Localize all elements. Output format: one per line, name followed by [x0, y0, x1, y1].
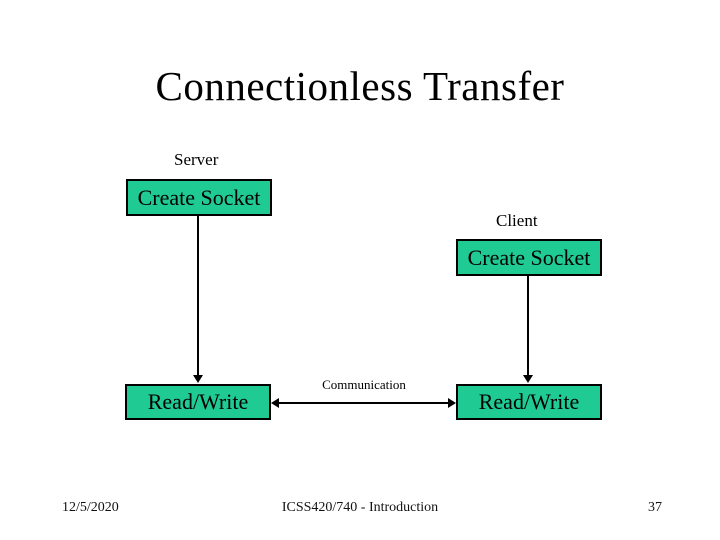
- communication-left-arrowhead-icon: [271, 398, 279, 408]
- server-read-write-box: Read/Write: [125, 384, 271, 420]
- client-flow-arrowhead-icon: [523, 375, 533, 383]
- client-label: Client: [496, 211, 538, 230]
- server-create-socket-box: Create Socket: [126, 179, 272, 216]
- communication-line: [279, 402, 448, 404]
- slide-title: Connectionless Transfer: [155, 63, 565, 109]
- communication-label: Communication: [322, 377, 406, 392]
- server-label: Server: [174, 150, 219, 169]
- footer-date: 12/5/2020: [62, 500, 119, 515]
- communication-right-arrowhead-icon: [448, 398, 456, 408]
- footer-page-number: 37: [648, 500, 662, 515]
- client-read-write-box: Read/Write: [456, 384, 602, 420]
- client-create-socket-box: Create Socket: [456, 239, 602, 276]
- client-flow-line: [527, 276, 529, 375]
- server-flow-arrowhead-icon: [193, 375, 203, 383]
- server-flow-line: [197, 216, 199, 375]
- footer-course-label: ICSS420/740 - Introduction: [281, 500, 439, 515]
